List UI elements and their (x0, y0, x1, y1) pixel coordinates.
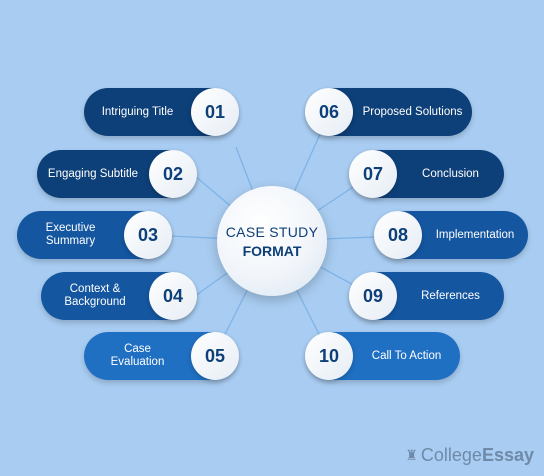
center-title-line2: FORMAT (242, 242, 302, 259)
step-06: 06 Proposed Solutions (305, 88, 472, 136)
step-number: 08 (374, 211, 422, 259)
step-label: Executive Summary (45, 222, 96, 247)
college-cap-icon: ♜ (405, 447, 418, 463)
step-09: 09 References (349, 272, 504, 320)
step-number: 07 (349, 150, 397, 198)
step-number: 06 (305, 88, 353, 136)
step-02: Engaging Subtitle 02 (37, 150, 197, 198)
step-label: Conclusion (422, 167, 479, 180)
step-05: Case Evaluation 05 (84, 332, 239, 380)
step-10: 10 Call To Action (305, 332, 460, 380)
step-number: 05 (191, 332, 239, 380)
step-07: 07 Conclusion (349, 150, 504, 198)
logo-text-part1: College (420, 445, 482, 465)
step-number: 10 (305, 332, 353, 380)
step-label: Intriguing Title (101, 105, 174, 118)
step-number: 02 (149, 150, 197, 198)
step-label: Engaging Subtitle (47, 167, 139, 180)
step-number: 09 (349, 272, 397, 320)
step-08: 08 Implementation (374, 211, 528, 259)
step-01: Intriguing Title 01 (84, 88, 239, 136)
step-03: Executive Summary 03 (17, 211, 172, 259)
step-number: 04 (149, 272, 197, 320)
step-04: Context & Background 04 (41, 272, 197, 320)
step-number: 03 (124, 211, 172, 259)
step-label: References (421, 289, 480, 302)
step-label: Proposed Solutions (362, 105, 463, 118)
step-label: Context & Background (64, 283, 126, 308)
center-hub: CASE STUDY FORMAT (217, 186, 327, 296)
step-label: Call To Action (371, 349, 442, 362)
center-title-line1: CASE STUDY (225, 223, 319, 240)
logo-text-part2: Essay (481, 445, 534, 465)
step-label: Implementation (435, 228, 515, 241)
step-label: Case Evaluation (110, 343, 165, 368)
step-number: 01 (191, 88, 239, 136)
